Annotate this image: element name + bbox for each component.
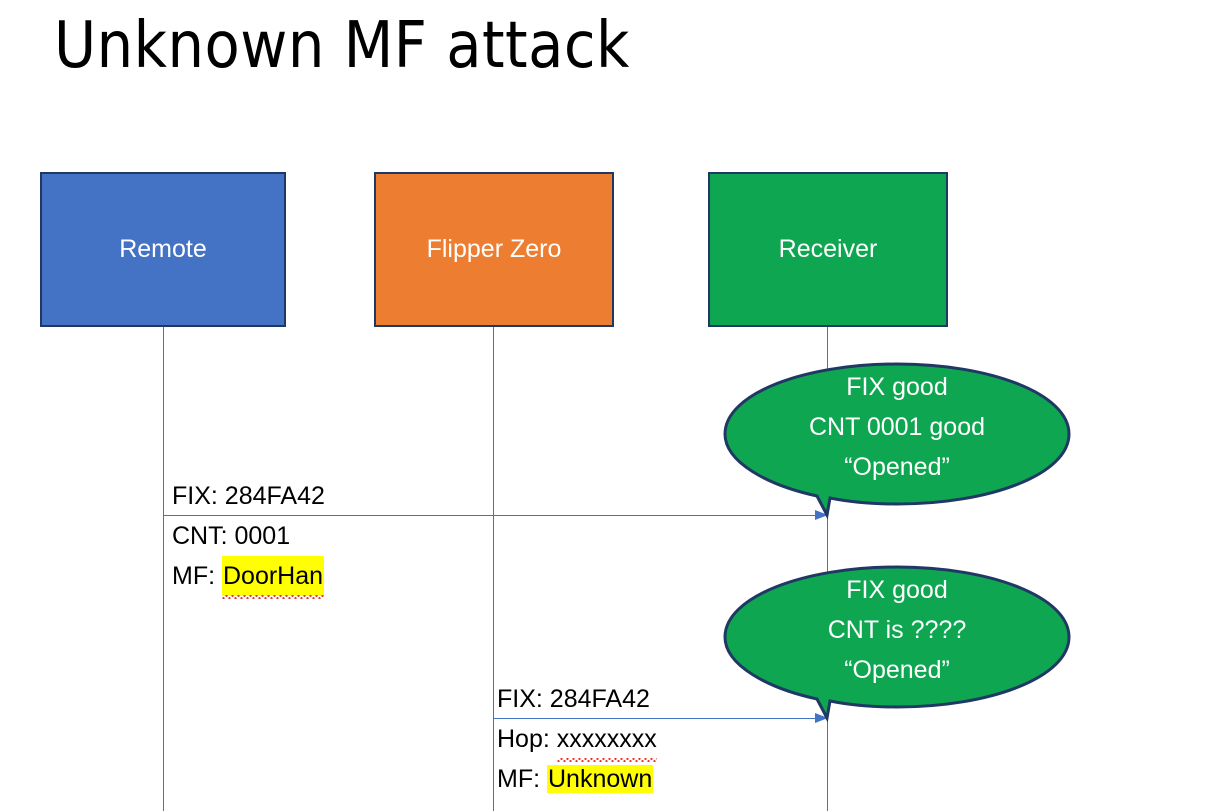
actor-label-remote: Remote — [119, 234, 207, 263]
message1-fix-value: 284FA42 — [224, 482, 325, 510]
message2-line-fix: FIX: 284FA42 — [497, 679, 650, 719]
message2-mf-prefix: MF: — [497, 765, 547, 793]
callout-bubble-shape-2 — [723, 565, 1071, 723]
actor-box-flipper-zero[interactable]: Flipper Zero — [374, 172, 614, 327]
message1-line-mf: MF: DoorHan — [172, 556, 325, 599]
message2-line-hop: Hop: xxxxxxxx — [497, 719, 657, 762]
message1-fix-prefix: FIX: — [172, 482, 225, 510]
message1-line-cnt: CNT: 0001 — [172, 516, 290, 556]
message2-hop-prefix: Hop: — [497, 725, 557, 753]
message1-cnt-prefix: CNT: — [172, 522, 235, 550]
message-arrow-remote-to-receiver — [163, 510, 828, 520]
lifeline-flipper-zero — [493, 327, 494, 811]
page-title: Unknown MF attack — [54, 9, 630, 83]
actor-label-flipper-zero: Flipper Zero — [426, 234, 562, 263]
lifeline-remote — [163, 327, 164, 811]
callout-receiver-response-2[interactable]: FIX good CNT is ???? “Opened” — [723, 565, 1071, 725]
callout-bubble-shape-1 — [723, 362, 1071, 520]
actor-box-receiver[interactable]: Receiver — [708, 172, 948, 327]
message1-line-fix: FIX: 284FA42 — [172, 476, 325, 516]
message1-mf-prefix: MF: — [172, 562, 222, 590]
message1-cnt-value: 0001 — [234, 522, 291, 550]
lifeline-receiver — [827, 327, 828, 811]
message-arrow-flipper-to-receiver — [493, 713, 828, 723]
message2-mf-value-highlighted: Unknown — [547, 765, 654, 793]
message2-fix-value: 284FA42 — [549, 685, 650, 713]
callout-receiver-response-1[interactable]: FIX good CNT 0001 good “Opened” — [723, 362, 1071, 522]
message2-fix-prefix: FIX: — [497, 685, 550, 713]
message2-line-mf: MF: Unknown — [497, 759, 654, 799]
actor-box-remote[interactable]: Remote — [40, 172, 286, 327]
message2-hop-value: xxxxxxxx — [556, 719, 657, 762]
message1-mf-value-highlighted: DoorHan — [222, 556, 325, 599]
actor-label-receiver: Receiver — [778, 234, 878, 263]
